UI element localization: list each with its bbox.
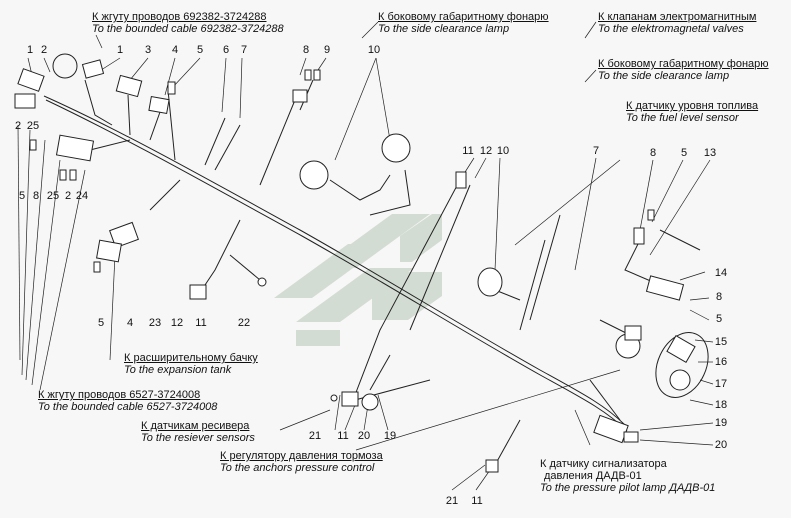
callout-number: 1 [116,44,124,56]
callout-number: 11 [195,317,207,329]
callout-number: 11 [462,145,474,157]
watermark-logo [274,214,442,346]
callout-number: 20 [714,439,728,451]
label-en: To the pressure pilot lamp ДАДВ-01 [540,482,716,494]
callout-number: 18 [714,399,728,411]
callout-number: 2 [40,44,48,56]
label-ru: К жгуту проводов 6527-3724008 [38,389,201,401]
callout-number: 8 [715,291,723,303]
label-receiver-sensors: К датчикам ресивера To the resiever sens… [141,420,255,444]
label-ru: К боковому габаритному фонарю [598,58,769,70]
label-ru: К жгуту проводов 692382-3724288 [92,11,267,23]
callout-number: 5 [18,190,26,202]
callout-number: 16 [714,356,728,368]
callout-number: 7 [240,44,248,56]
label-bounded-cable-6527: К жгуту проводов 6527-3724008 To the bou… [38,389,217,413]
label-en: To the bounded cable 692382-3724288 [92,23,284,35]
label-en: To the anchors pressure control [220,462,375,474]
callout-number: 1 [26,44,34,56]
callout-number: 23 [148,317,162,329]
callout-number: 2 [14,120,22,132]
label-ru-2: давления ДАДВ-01 [544,470,642,482]
callout-number: 12 [479,145,493,157]
label-en: To the elektromagnetal valves [598,23,744,35]
label-en: To the resiever sensors [141,432,255,444]
callout-number: 25 [26,120,40,132]
leader-lines [17,21,714,491]
label-ru: К боковому габаритному фонарю [378,11,549,23]
callout-number: 8 [32,190,40,202]
callout-number: 21 [445,495,459,507]
label-fuel-level-sensor: К датчику уровня топлива To the fuel lev… [626,100,758,124]
callout-number: 3 [144,44,152,56]
callout-number: 7 [592,145,600,157]
label-ru: К датчику уровня топлива [626,100,759,112]
callout-number: 13 [703,147,717,159]
label-expansion-tank: К расширительному бачку To the expansion… [124,352,258,376]
callout-number: 5 [715,313,723,325]
callout-number: 4 [171,44,179,56]
callout-number: 8 [649,147,657,159]
label-en: To the expansion tank [124,364,232,376]
label-en: To the fuel level sensor [626,112,739,124]
label-electromagnetic-valves: К клапанам электромагнитным To the elekt… [598,11,756,35]
callout-number: 19 [383,430,397,442]
connectors [14,53,709,473]
label-bounded-cable-692382: К жгуту проводов 692382-3724288 To the b… [92,11,284,35]
label-en: To the side clearance lamp [598,70,730,82]
label-ru: К расширительному бачку [124,352,258,364]
label-ru: К датчикам ресивера [141,420,250,432]
callout-number: 24 [75,190,89,202]
callout-number: 14 [714,267,728,279]
callout-number: 5 [680,147,688,159]
callout-number: 21 [308,430,322,442]
callout-number: 19 [714,417,728,429]
callout-number: 15 [714,336,728,348]
callout-number: 2 [64,190,72,202]
label-en: To the bounded cable 6527-3724008 [38,401,218,413]
callout-number: 11 [337,430,349,442]
callout-number: 8 [302,44,310,56]
label-ru: К регулятору давления тормоза [220,450,383,462]
callout-number: 5 [97,317,105,329]
callout-number: 25 [46,190,60,202]
callout-number: 22 [237,317,251,329]
label-en: To the side clearance lamp [378,23,510,35]
callout-number: 9 [323,44,331,56]
callout-number: 10 [367,44,381,56]
label-side-clearance-lamp-2: К боковому габаритному фонарю To the sid… [598,58,769,82]
callout-number: 20 [357,430,371,442]
callout-number: 12 [170,317,184,329]
callout-number: 11 [471,495,483,507]
label-ru: К клапанам электромагнитным [598,11,757,23]
label-side-clearance-lamp-1: К боковому габаритному фонарю To the sid… [378,11,549,35]
label-ru: К датчику сигнализатора [540,458,667,470]
callout-number: 10 [496,145,510,157]
callout-number: 17 [714,378,728,390]
callout-number: 6 [222,44,230,56]
callout-number: 4 [126,317,134,329]
callout-number: 5 [196,44,204,56]
label-pressure-pilot-lamp: К датчику сигнализатора давления ДАДВ-01… [540,458,715,494]
label-brake-pressure-regulator: К регулятору давления тормоза To the anc… [220,450,383,474]
